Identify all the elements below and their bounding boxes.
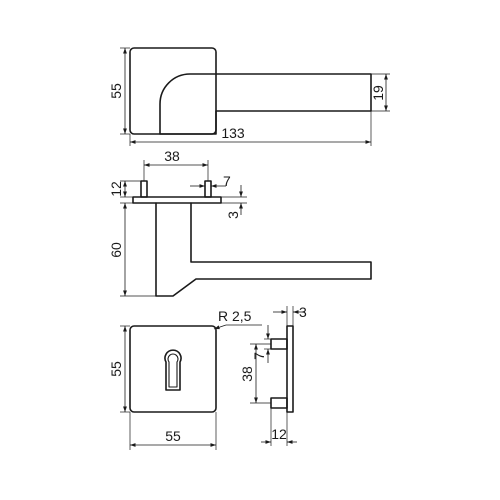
escutcheon-pin-bottom — [270, 397, 288, 409]
side-pin-right — [204, 180, 212, 198]
escutcheon-side-view: 3 7 38 12 — [239, 304, 307, 446]
label-escutcheon-width: 55 — [165, 428, 181, 444]
keyhole-cutout — [164, 349, 182, 391]
label-escutcheon-height: 55 — [108, 361, 124, 377]
label-handle-height: 60 — [108, 242, 124, 258]
keyhole-inner — [167, 353, 179, 388]
side-lever — [155, 202, 372, 297]
label-radius: R 2,5 — [218, 308, 252, 324]
escutcheon-side-plate — [286, 325, 294, 413]
label-pin-spacing: 38 — [164, 148, 180, 164]
label-escutcheon-pin-length: 12 — [271, 426, 287, 442]
label-pin-width: 7 — [223, 173, 231, 189]
label-escutcheon-pin-width: 7 — [251, 352, 267, 360]
label-lever-thickness: 19 — [370, 85, 386, 101]
escutcheon-plate — [129, 325, 217, 413]
escutcheon-pin-top — [270, 338, 288, 350]
label-escutcheon-pin-spacing: 38 — [239, 366, 255, 382]
side-pin-left — [140, 180, 148, 198]
top-view: 55 19 133 — [108, 47, 390, 146]
label-pin-height: 12 — [108, 181, 124, 197]
side-base-plate — [132, 196, 222, 204]
label-top-height: 55 — [108, 83, 124, 99]
top-rosette-plate — [129, 47, 217, 135]
side-view: 38 7 12 3 60 — [108, 148, 372, 297]
label-plate-thickness: 3 — [225, 211, 241, 219]
top-lever — [159, 73, 372, 135]
label-lever-length: 133 — [221, 125, 245, 141]
escutcheon-front-view: R 2,5 55 55 — [108, 308, 262, 450]
label-escutcheon-thickness: 3 — [299, 304, 307, 320]
